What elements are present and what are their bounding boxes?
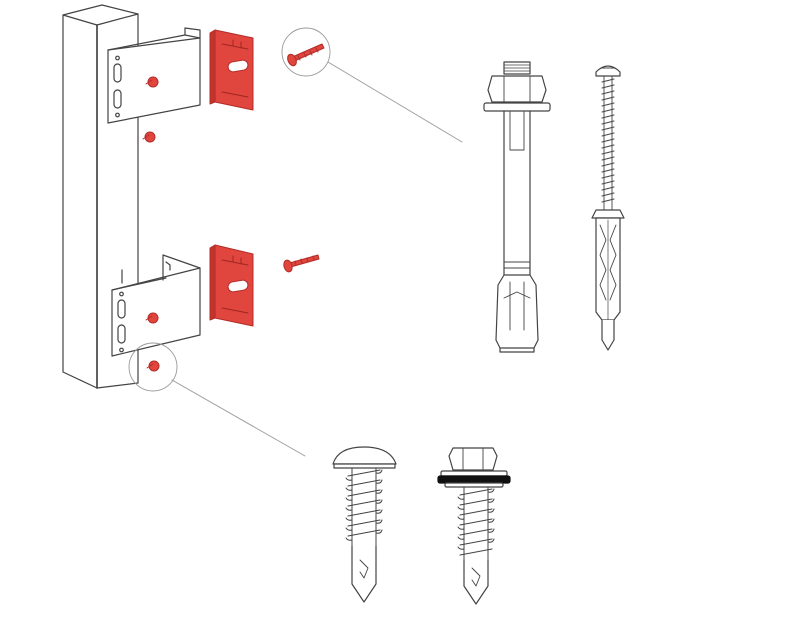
callout-lower	[128, 342, 306, 457]
wall-anchor-red	[283, 43, 325, 273]
thermal-pad-upper	[209, 29, 254, 111]
callout-upper	[281, 27, 463, 143]
self-drilling-hex-head-screw	[437, 447, 511, 605]
frame-anchor-dowel	[591, 65, 625, 351]
wedge-anchor-bolt	[483, 61, 551, 353]
lower-bracket	[111, 254, 201, 357]
upper-bracket	[107, 27, 201, 124]
vertical-profile	[62, 4, 139, 389]
self-drilling-pan-head-screw	[332, 446, 397, 603]
thermal-pad-lower	[209, 244, 254, 327]
red-screw-small	[142, 76, 160, 372]
